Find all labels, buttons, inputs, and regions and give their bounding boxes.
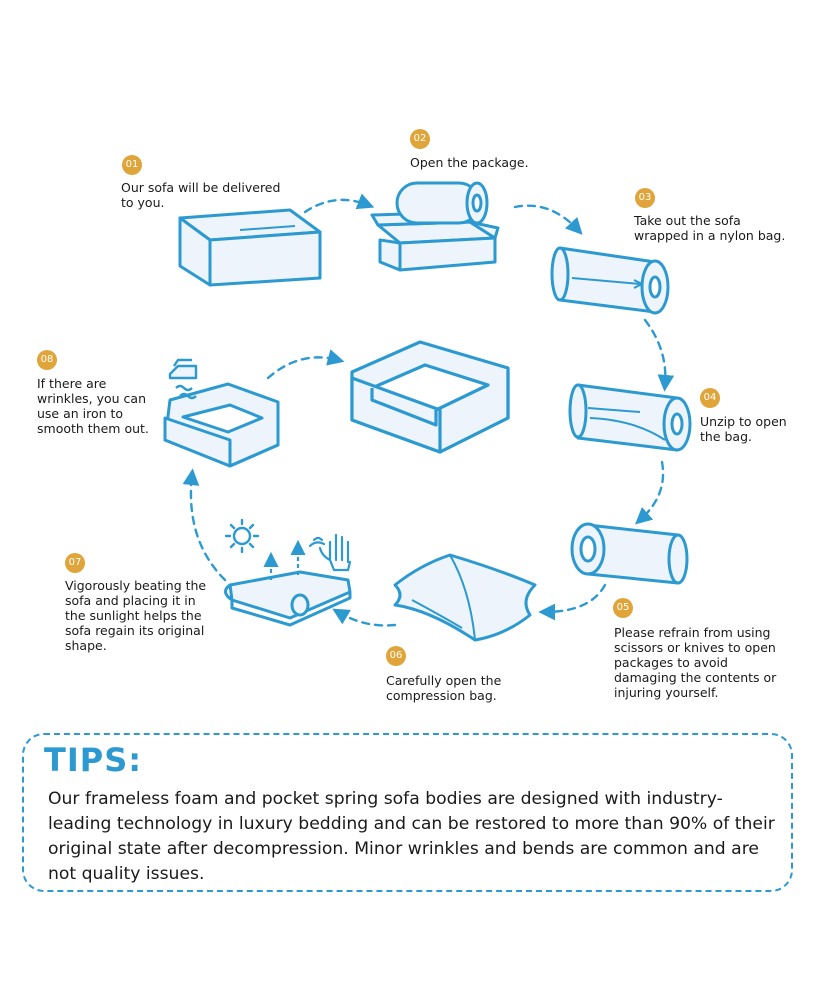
step-03-text: Take out the sofa wrapped in a nylon bag… (634, 213, 786, 243)
step-04-text: Unzip to open the bag. (700, 414, 787, 444)
arrow-1-to-2 (303, 193, 375, 214)
restored-sofa-illustration (350, 340, 510, 454)
hand-icon (308, 533, 352, 572)
sleeve-roll-illustration (570, 522, 689, 585)
step-01-text: Our sofa will be delivered to you. (121, 180, 281, 210)
arrow-5-to-6 (538, 583, 607, 621)
sun-icon (224, 518, 260, 554)
arrow-7-to-8 (182, 468, 227, 582)
step-02-text: Open the package. (410, 155, 529, 170)
delivered-box-illustration (178, 208, 322, 287)
iron-icon (168, 358, 198, 400)
step-08-text: If there are wrinkles, you can use an ir… (37, 376, 149, 436)
tips-body: Our frameless foam and pocket spring sof… (48, 789, 775, 884)
tips-box: TIPS: Our frameless foam and pocket spri… (22, 733, 793, 892)
step-05-text: Please refrain from using scissors or kn… (614, 625, 777, 700)
step-07-text: Vigorously beating the sofa and placing … (65, 578, 207, 653)
arrow-6-to-7 (332, 608, 397, 627)
unzip-roll-illustration (568, 383, 692, 452)
step-06-badge: 06 (386, 646, 406, 666)
step-08-badge: 08 (37, 350, 57, 370)
step-05-badge: 05 (613, 598, 633, 618)
arrow-2-to-3 (513, 204, 583, 235)
wrapped-roll-illustration (550, 246, 670, 315)
compression-bag-illustration (393, 553, 537, 642)
arrow-4-to-5 (634, 460, 665, 525)
step-07-badge: 07 (65, 553, 85, 573)
arrow-3-to-4 (643, 318, 675, 392)
step-02-badge: 02 (410, 129, 430, 149)
open-box-illustration (370, 181, 500, 272)
beating-sofa-illustration (224, 570, 352, 627)
step-04-badge: 04 (700, 388, 720, 408)
step-03-badge: 03 (635, 188, 655, 208)
up-arrows-icon (263, 539, 306, 580)
flow-arrows (182, 193, 675, 627)
tips-title: TIPS: (44, 741, 143, 779)
ironing-sofa-illustration (163, 382, 280, 468)
step-06-text: Carefully open the compression bag. (386, 673, 502, 703)
step-01-badge: 01 (122, 155, 142, 175)
arrow-8-to-sofa (266, 349, 345, 380)
